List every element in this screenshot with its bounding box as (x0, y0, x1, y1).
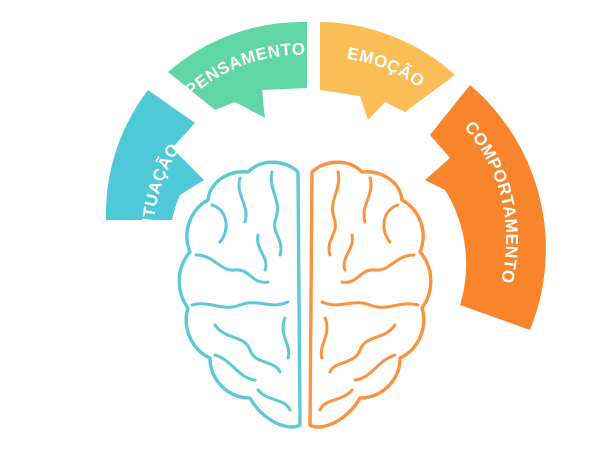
brain-left-hemisphere (177, 160, 302, 429)
segment-emocao-shape (320, 22, 455, 120)
brain-right-hemisphere (308, 160, 433, 429)
segment-pensamento-shape (168, 21, 307, 119)
segment-situacao: SITUAÇÃO (105, 90, 204, 236)
segment-situacao-shape (105, 90, 204, 220)
segment-comportamento: COMPORTAMENTO (425, 85, 546, 330)
segment-emocao: EMOÇÃO (320, 22, 455, 120)
segment-pensamento: PENSAMENTO (168, 21, 307, 119)
segment-comportamento-shape (425, 85, 546, 330)
brain-illustration (177, 160, 433, 429)
